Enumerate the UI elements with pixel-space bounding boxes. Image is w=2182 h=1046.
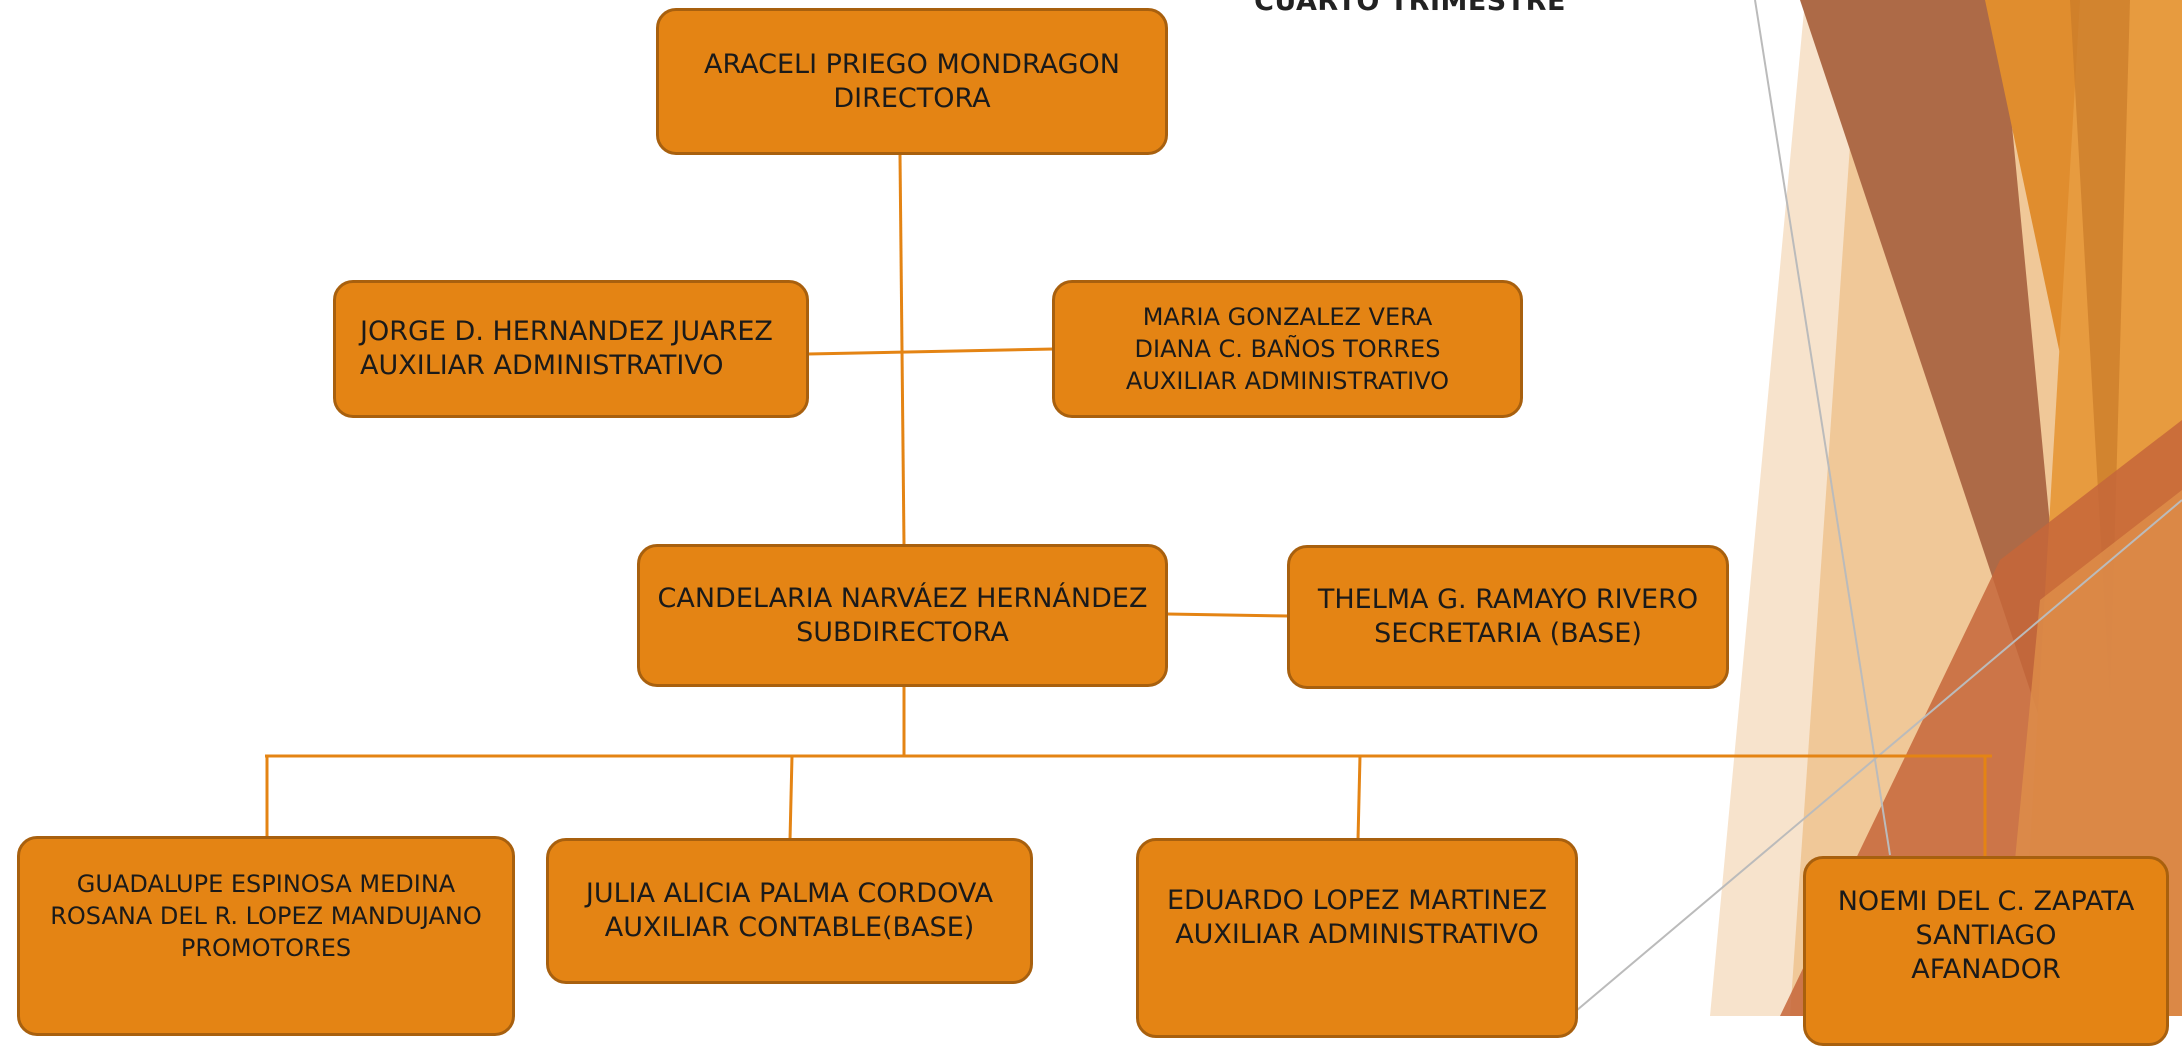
node-name: ROSANA DEL R. LOPEZ MANDUJANO bbox=[50, 902, 482, 930]
connector-subdirector-secretary bbox=[1166, 612, 1290, 618]
node-role: DIRECTORA bbox=[833, 82, 991, 114]
node-afanador: NOEMI DEL C. ZAPATA SANTIAGO AFANADOR bbox=[1803, 856, 2169, 1046]
node-name: EDUARDO LOPEZ MARTINEZ bbox=[1167, 885, 1547, 916]
connector-to-contable bbox=[788, 755, 794, 841]
node-name: NOEMI DEL C. ZAPATA bbox=[1837, 886, 2135, 917]
node-secretary: THELMA G. RAMAYO RIVERO SECRETARIA (BASE… bbox=[1287, 545, 1729, 689]
node-name: JULIA ALICIA PALMA CORDOVA bbox=[585, 878, 994, 909]
node-name: SANTIAGO bbox=[1915, 920, 2057, 951]
connector-aux-pair bbox=[807, 347, 1055, 356]
node-role: PROMOTORES bbox=[180, 934, 352, 962]
node-name: JORGE D. HERNANDEZ JUAREZ bbox=[360, 316, 773, 347]
node-role: AUXILIAR ADMINISTRATIVO bbox=[360, 350, 724, 381]
node-subdirector: CANDELARIA NARVÁEZ HERNÁNDEZ SUBDIRECTOR… bbox=[637, 544, 1168, 687]
node-name: THELMA G. RAMAYO RIVERO bbox=[1317, 584, 1699, 615]
node-role: SUBDIRECTORA bbox=[796, 616, 1009, 648]
connector-to-aux-bottom bbox=[1356, 755, 1362, 841]
node-promotores: GUADALUPE ESPINOSA MEDINA ROSANA DEL R. … bbox=[17, 836, 515, 1036]
node-name: MARIA GONZALEZ VERA bbox=[1142, 303, 1433, 331]
page-title: CUARTO TRIMESTRE bbox=[1254, 0, 1566, 17]
node-role: SECRETARIA (BASE) bbox=[1374, 618, 1642, 649]
org-connectors bbox=[265, 154, 1992, 858]
node-name: DIANA C. BAÑOS TORRES bbox=[1134, 335, 1441, 363]
node-director: ARACELI PRIEGO MONDRAGON DIRECTORA bbox=[656, 8, 1168, 155]
node-aux-left: JORGE D. HERNANDEZ JUAREZ AUXILIAR ADMIN… bbox=[333, 280, 809, 418]
node-role: AFANADOR bbox=[1911, 954, 2061, 985]
node-contable: JULIA ALICIA PALMA CORDOVA AUXILIAR CONT… bbox=[546, 838, 1033, 984]
node-aux-bottom: EDUARDO LOPEZ MARTINEZ AUXILIAR ADMINIST… bbox=[1136, 838, 1578, 1038]
node-role: AUXILIAR ADMINISTRATIVO bbox=[1175, 919, 1539, 950]
node-aux-right: MARIA GONZALEZ VERA DIANA C. BAÑOS TORRE… bbox=[1052, 280, 1523, 418]
node-role: AUXILIAR ADMINISTRATIVO bbox=[1125, 367, 1450, 395]
connector-director-subdirector bbox=[898, 154, 906, 546]
node-name: GUADALUPE ESPINOSA MEDINA bbox=[76, 870, 456, 898]
node-name: ARACELI PRIEGO MONDRAGON bbox=[703, 48, 1121, 80]
node-role: AUXILIAR CONTABLE(BASE) bbox=[604, 912, 975, 943]
node-name: CANDELARIA NARVÁEZ HERNÁNDEZ bbox=[657, 582, 1148, 614]
